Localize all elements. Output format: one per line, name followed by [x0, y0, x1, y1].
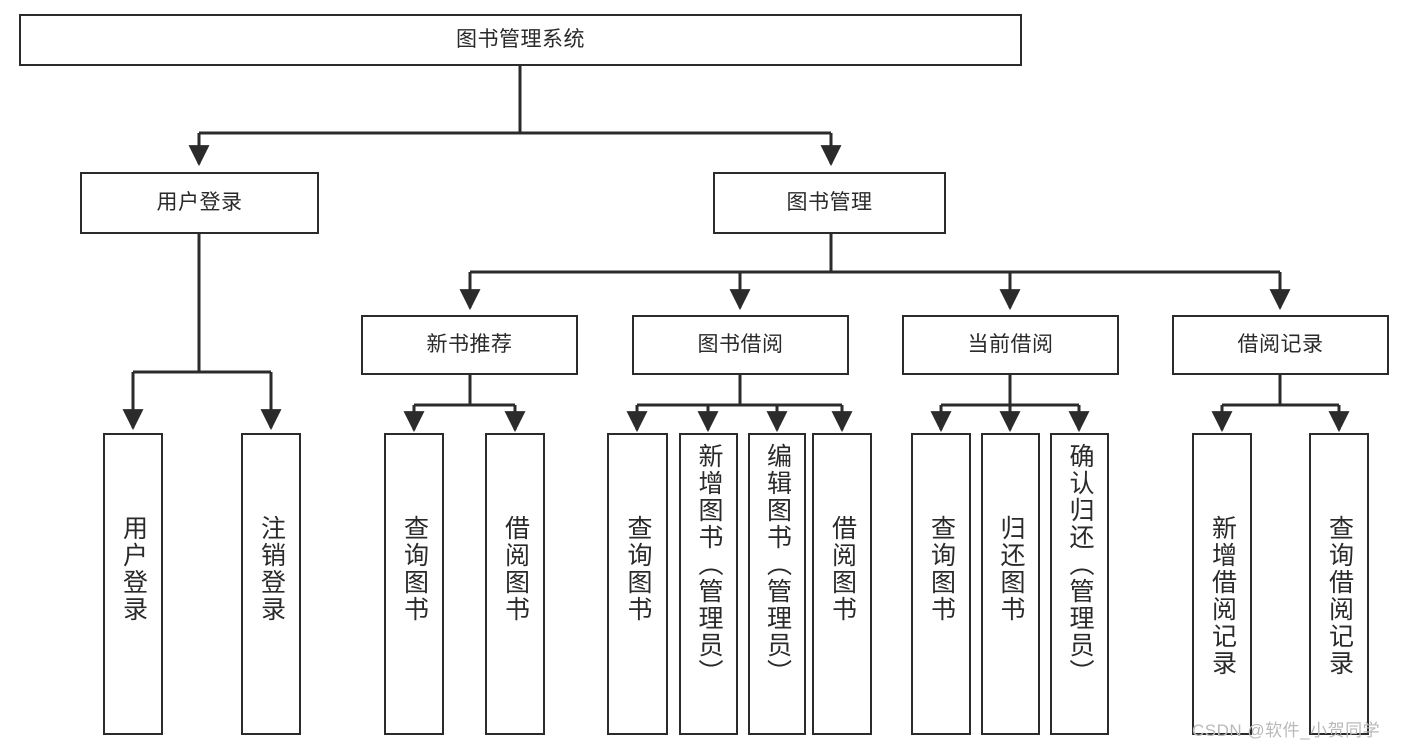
node-label: 借阅记录	[1237, 332, 1324, 356]
node-leaf-query-book-1[interactable]: 查询图书	[384, 433, 444, 735]
node-label: 查询图书	[927, 515, 956, 623]
node-leaf-borrow-book-1[interactable]: 借阅图书	[485, 433, 545, 735]
node-leaf-return-book[interactable]: 归还图书	[981, 433, 1040, 735]
node-label: 新增图书（管理员）	[695, 443, 723, 686]
node-label: 图书管理	[786, 190, 873, 214]
node-label: 图书管理系统	[456, 27, 585, 51]
node-label: 归还图书	[997, 515, 1025, 623]
node-label: 查询图书	[624, 515, 652, 623]
node-leaf-add-record[interactable]: 新增借阅记录	[1192, 433, 1252, 735]
node-label: 新增借阅记录	[1208, 515, 1237, 677]
node-book-management[interactable]: 图书管理	[713, 172, 946, 234]
node-label: 借阅图书	[828, 515, 857, 623]
node-label: 图书借阅	[697, 332, 784, 356]
node-label: 注销登录	[257, 515, 286, 623]
node-label: 新书推荐	[426, 332, 513, 356]
csdn-watermark: CSDN @软件_小贺同学	[1192, 721, 1381, 740]
node-label: 用户登录	[119, 515, 148, 623]
node-leaf-logout-login[interactable]: 注销登录	[241, 433, 301, 735]
node-leaf-query-book-2[interactable]: 查询图书	[607, 433, 668, 735]
node-label: 用户登录	[156, 190, 243, 214]
node-borrow-record[interactable]: 借阅记录	[1172, 315, 1389, 375]
node-leaf-add-book[interactable]: 新增图书（管理员）	[679, 433, 738, 735]
node-book-borrow[interactable]: 图书借阅	[632, 315, 849, 375]
node-user-login[interactable]: 用户登录	[80, 172, 319, 234]
node-label: 确认归还（管理员）	[1066, 443, 1094, 686]
node-leaf-user-login[interactable]: 用户登录	[103, 433, 163, 735]
node-book-management-system[interactable]: 图书管理系统	[19, 14, 1022, 66]
node-label: 借阅图书	[501, 515, 530, 623]
node-leaf-confirm-return[interactable]: 确认归还（管理员）	[1050, 433, 1109, 735]
node-label: 查询图书	[400, 515, 429, 623]
node-label: 当前借阅	[967, 332, 1054, 356]
node-label: 查询借阅记录	[1325, 515, 1354, 677]
node-current-borrow[interactable]: 当前借阅	[902, 315, 1119, 375]
node-leaf-query-book-3[interactable]: 查询图书	[911, 433, 971, 735]
node-new-book-recommend[interactable]: 新书推荐	[361, 315, 578, 375]
node-leaf-query-record[interactable]: 查询借阅记录	[1309, 433, 1369, 735]
node-leaf-edit-book[interactable]: 编辑图书（管理员）	[748, 433, 806, 735]
node-label: 编辑图书（管理员）	[763, 443, 792, 686]
node-leaf-borrow-book-2[interactable]: 借阅图书	[812, 433, 872, 735]
